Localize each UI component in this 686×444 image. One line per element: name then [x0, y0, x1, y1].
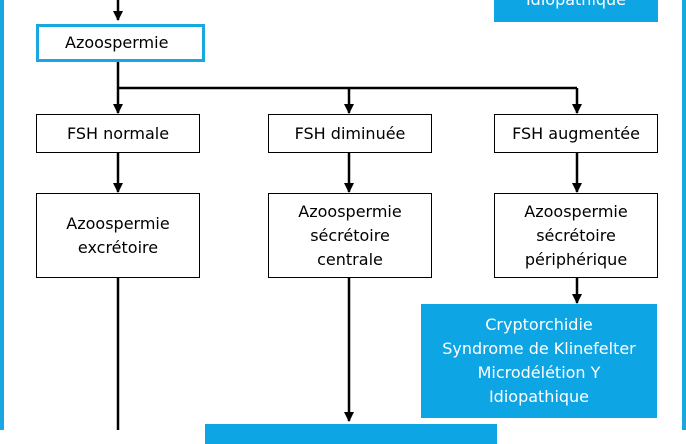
bottom-partial-box [205, 424, 497, 444]
top-partial-box: Idiopathique [494, 0, 658, 22]
secretoire-centrale-box: Azoospermie sécrétoire centrale [268, 193, 432, 278]
azoospermie-box: Azoospermie [36, 24, 205, 62]
secretoire-peripherique-box: Azoospermie sécrétoire périphérique [494, 193, 658, 278]
top-partial-label: Idiopathique [526, 0, 626, 12]
fsh-diminuee-box: FSH diminuée [268, 114, 432, 153]
fsh-diminuee-label: FSH diminuée [294, 123, 406, 143]
causes-peripheriques-box: Cryptorchidie Syndrome de Klinefelter Mi… [421, 304, 657, 418]
secretoire-centrale-label: Azoospermie sécrétoire centrale [298, 201, 402, 269]
excretoire-label: Azoospermie excrétoire [66, 213, 170, 257]
fsh-normale-label: FSH normale [66, 123, 170, 143]
connector-lines [113, 0, 582, 430]
causes-peripheriques-label: Cryptorchidie Syndrome de Klinefelter Mi… [442, 315, 636, 406]
fsh-augmentee-label: FSH augmentée [512, 123, 640, 143]
secretoire-peripherique-label: Azoospermie sécrétoire périphérique [524, 201, 628, 269]
fsh-augmentee-box: FSH augmentée [494, 114, 658, 153]
fsh-normale-box: FSH normale [36, 114, 200, 153]
azoospermie-label: Azoospermie [65, 33, 169, 52]
excretoire-box: Azoospermie excrétoire [36, 193, 200, 278]
diagram-frame [0, 0, 686, 430]
